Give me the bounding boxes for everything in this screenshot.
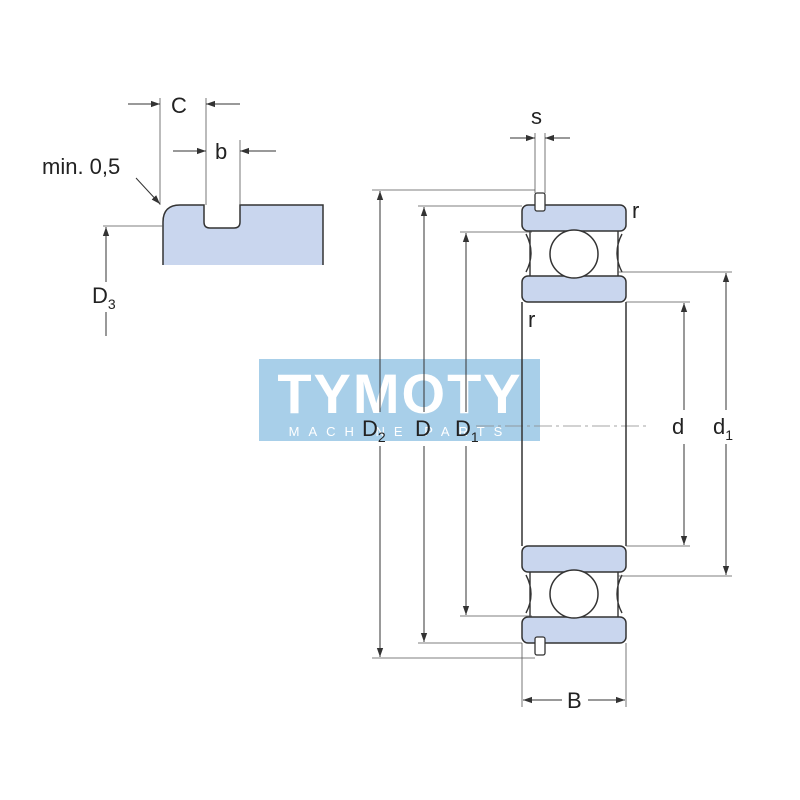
c-label: C	[171, 93, 187, 118]
ball-top	[549, 229, 599, 279]
watermark-tagline: MACHINE PARTS	[289, 424, 512, 439]
d2-label: D2	[362, 416, 386, 445]
d1-inner-label: d1	[713, 414, 733, 443]
groove-detail-outline	[162, 204, 324, 265]
inner-ring-bottom	[521, 545, 627, 573]
snap-ring-bottom	[534, 636, 546, 656]
min-chamfer-label: min. 0,5	[42, 154, 120, 179]
shield-bottom-right	[616, 572, 623, 617]
r-label-bottom: r	[528, 307, 535, 332]
groove-detail-body	[163, 205, 323, 265]
r-label-top: r	[632, 198, 639, 223]
b-label: b	[215, 139, 227, 164]
s-label: s	[531, 104, 542, 129]
inner-ring-top	[521, 275, 627, 303]
groove-detail: C b min. 0,5 D3	[42, 93, 324, 336]
b-width-label: B	[567, 688, 582, 713]
d1-outer-label: D1	[455, 416, 479, 445]
watermark-brand: TYMOTY	[277, 362, 522, 425]
watermark: TYMOTY MACHINE PARTS	[259, 359, 540, 441]
snap-ring-top	[534, 192, 546, 212]
shield-top-right	[616, 231, 623, 276]
shield-bottom-left	[525, 572, 532, 617]
ball-bottom	[549, 569, 599, 619]
d3-label: D3	[92, 283, 116, 312]
d-outer-label: D	[415, 416, 431, 441]
watermark-background	[259, 359, 540, 441]
bearing-section	[476, 192, 650, 656]
bearing-dimensions: s r r D2 D D1 d d1	[362, 104, 733, 713]
d-bore-label: d	[672, 414, 684, 439]
shield-top-left	[525, 231, 532, 276]
